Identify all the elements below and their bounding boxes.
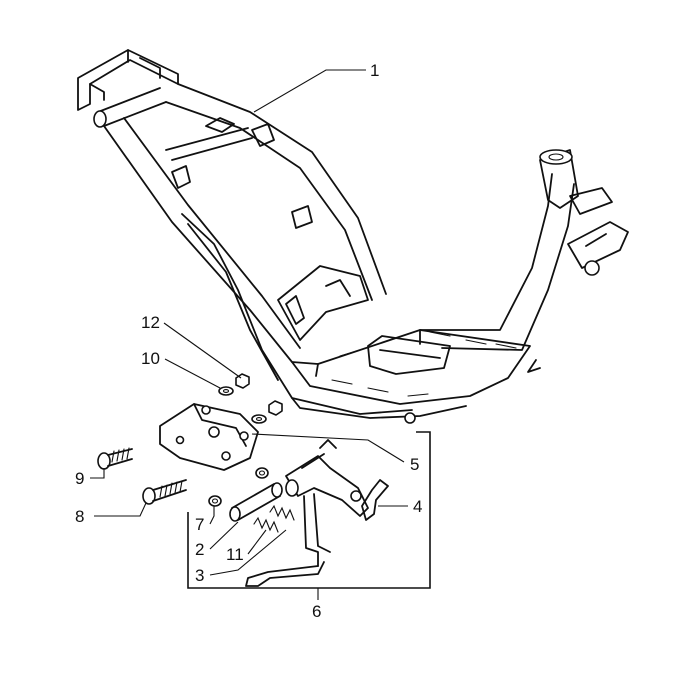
callout-12: 12 (141, 313, 160, 332)
screw-part (97, 447, 133, 470)
frame-part (77, 49, 629, 424)
bolt-part (142, 479, 187, 505)
callout-10: 10 (141, 349, 160, 368)
callout-8: 8 (75, 507, 84, 526)
callout-4: 4 (413, 497, 422, 516)
spacer-washer-part (208, 467, 269, 507)
callout-7: 7 (195, 515, 204, 534)
spring-part (253, 504, 295, 533)
callout-leaders (90, 69, 431, 600)
callout-11: 11 (226, 545, 244, 564)
pivot-pin-part (229, 482, 283, 522)
nut-part (235, 373, 283, 416)
callout-2: 2 (195, 540, 204, 559)
callout-3: 3 (195, 566, 204, 585)
callout-9: 9 (75, 469, 84, 488)
stand-bracket-part (159, 403, 259, 471)
washer-part (218, 386, 267, 424)
callout-labels: 1 12 10 5 4 9 8 7 2 11 3 6 (75, 61, 422, 621)
callout-5: 5 (410, 455, 419, 474)
callout-6: 6 (312, 602, 321, 621)
callout-1: 1 (370, 61, 379, 80)
center-stand-part (245, 439, 369, 587)
